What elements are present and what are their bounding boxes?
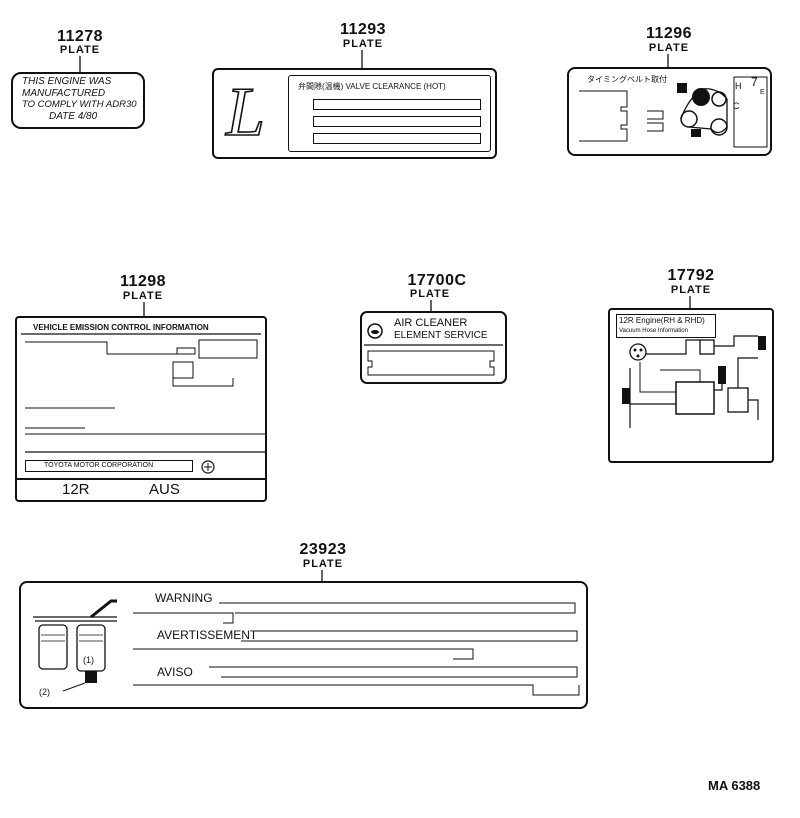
part-label-17700c: PLATE [409, 288, 451, 300]
leader-line-11296 [667, 54, 669, 68]
plate-11296-header: タイミングベルト取付 [587, 75, 667, 84]
plate-11293-field-3 [313, 133, 481, 144]
plate-17700c-line1: AIR CLEANER [394, 317, 468, 329]
plate-11278-line4: DATE 4/80 [49, 111, 98, 122]
vacuum-hose-diagram [622, 335, 766, 428]
plate-11296[interactable]: タイミングベルト取付 H 7 E C [567, 67, 772, 156]
plate-11298-maker: TOYOTA MOTOR CORPORATION [44, 462, 154, 469]
toyota-logo-icon [201, 460, 215, 474]
plate-11296-mark-7: 7 [751, 75, 758, 89]
plate-23923-avertissement: AVERTISSEMENT [157, 628, 258, 642]
plate-17792-title-box: 12R Engine(RH & RHD) Vacuum Hose Informa… [616, 314, 716, 338]
part-number-23923: 23923 [299, 541, 347, 558]
leader-line-17792 [689, 296, 691, 308]
plate-11293[interactable]: L 弁間隙(温機) VALVE CLEARANCE (HOT) [212, 68, 497, 159]
leader-line-11293 [361, 50, 363, 68]
part-label-23923: PLATE [302, 558, 344, 570]
part-number-11293: 11293 [339, 21, 387, 38]
plate-11296-mark-h: H [735, 81, 742, 91]
toyota-logo-icon [367, 323, 383, 339]
part-label-11278: PLATE [59, 44, 101, 56]
plate-11293-field-2 [313, 116, 481, 127]
drawing-code: MA 6388 [708, 778, 761, 793]
plate-11293-header: 弁間隙(温機) VALVE CLEARANCE (HOT) [298, 82, 446, 91]
part-label-17792: PLATE [670, 284, 712, 296]
plate-11298-maker-box: TOYOTA MOTOR CORPORATION [25, 460, 193, 472]
leader-line-23923 [321, 570, 323, 582]
part-label-11298: PLATE [122, 290, 164, 302]
plate-11298-engine: 12R [62, 481, 90, 498]
plate-23923-warning: WARNING [155, 591, 213, 605]
plate-17792-line1: 12R Engine(RH & RHD) [619, 316, 705, 325]
plate-11298-header: VEHICLE EMISSION CONTROL INFORMATION [33, 323, 209, 332]
part-label-11296: PLATE [648, 42, 690, 54]
fuel-filter-illustration [33, 599, 117, 692]
plate-23923-text-fields [133, 602, 580, 696]
part-number-17792: 17792 [667, 267, 715, 284]
plate-11293-field-1 [313, 99, 481, 110]
plate-11278[interactable]: THIS ENGINE WAS MANUFACTURED TO COMPLY W… [11, 72, 145, 129]
plate-11298-footer-rule [17, 478, 265, 480]
leader-line-17700c [430, 300, 432, 312]
leader-line-11298 [143, 302, 145, 318]
plate-11278-line2: MANUFACTURED [22, 88, 106, 99]
plate-11293-logo: L [225, 73, 266, 152]
plate-11278-line1: THIS ENGINE WAS [22, 76, 112, 87]
plate-23923-callout-1: (1) [83, 655, 94, 665]
leader-line-11278 [79, 56, 81, 72]
plate-23923-aviso: AVISO [157, 665, 193, 679]
emission-info-fields [21, 333, 265, 453]
part-number-11296: 11296 [645, 25, 693, 42]
part-number-11298: 11298 [119, 273, 167, 290]
timing-belt-diagram [579, 76, 768, 148]
plate-17700c-field [364, 344, 503, 376]
plate-11298[interactable]: VEHICLE EMISSION CONTROL INFORMATION TOY… [15, 316, 267, 502]
plate-11296-mark-e: E [760, 89, 765, 96]
plate-11296-mark-c: C [733, 101, 740, 111]
plate-17700c[interactable]: AIR CLEANER ELEMENT SERVICE [360, 311, 507, 384]
plate-11278-line3: TO COMPLY WITH ADR30 [22, 99, 137, 110]
part-number-17700c: 17700C [407, 272, 467, 289]
plate-23923-callout-2: (2) [39, 687, 50, 697]
plate-17792[interactable]: 12R Engine(RH & RHD) Vacuum Hose Informa… [608, 308, 774, 463]
part-number-11278: 11278 [56, 28, 104, 45]
plate-17700c-line2: ELEMENT SERVICE [394, 330, 488, 341]
plate-11298-market: AUS [149, 481, 180, 498]
plate-23923[interactable]: WARNING AVERTISSEMENT AVISO (1) (2) [19, 581, 588, 709]
plate-11293-info-panel: 弁間隙(温機) VALVE CLEARANCE (HOT) [288, 75, 491, 152]
part-label-11293: PLATE [342, 38, 384, 50]
plate-17792-line2: Vacuum Hose Information [619, 328, 688, 334]
